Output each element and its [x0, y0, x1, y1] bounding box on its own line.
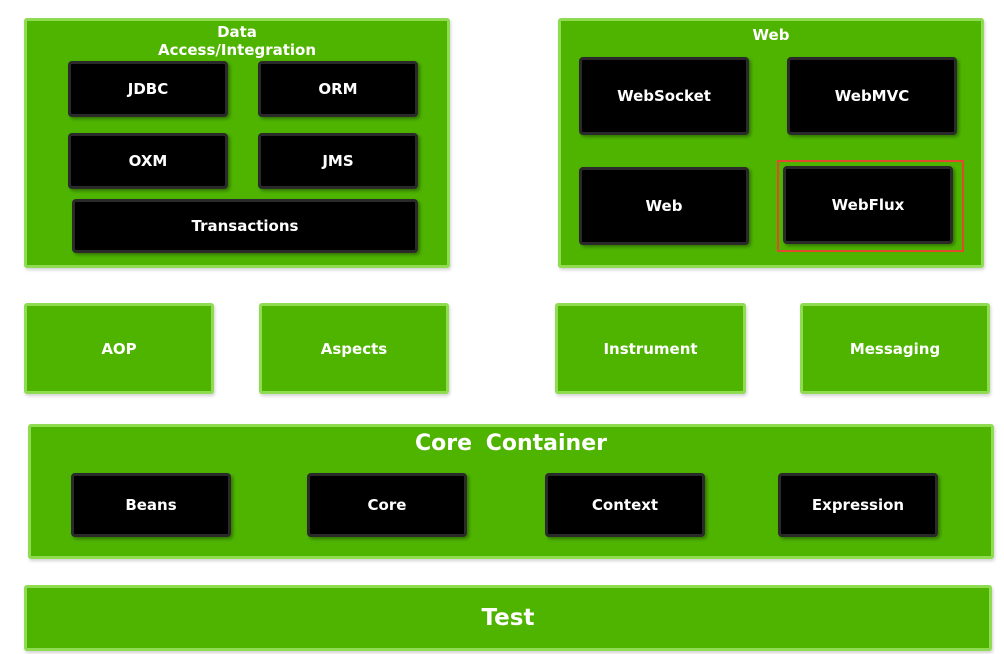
test-label: Test [481, 605, 535, 631]
module-transactions[interactable]: Transactions [72, 199, 418, 253]
module-beans[interactable]: Beans [71, 473, 231, 537]
module-aspects[interactable]: Aspects [259, 303, 449, 394]
module-core[interactable]: Core [307, 473, 467, 537]
module-aop[interactable]: AOP [24, 303, 214, 394]
module-websocket[interactable]: WebSocket [579, 57, 749, 135]
data-access-title: Data Access/Integration [27, 23, 447, 59]
web-title: Web [752, 26, 790, 44]
module-webmvc[interactable]: WebMVC [787, 57, 957, 135]
test-panel[interactable]: Test [24, 585, 992, 651]
module-web[interactable]: Web [579, 167, 749, 245]
module-webflux[interactable]: WebFlux [783, 166, 953, 244]
data-access-title-line-2: Access/Integration [157, 41, 317, 59]
module-orm[interactable]: ORM [258, 61, 418, 117]
module-jms[interactable]: JMS [258, 133, 418, 189]
data-access-title-line-1: Data [217, 23, 257, 41]
module-instrument[interactable]: Instrument [555, 303, 746, 394]
module-messaging[interactable]: Messaging [800, 303, 990, 394]
module-jdbc[interactable]: JDBC [68, 61, 228, 117]
core-container-title: Core Container [415, 431, 607, 456]
module-context[interactable]: Context [545, 473, 705, 537]
module-expression[interactable]: Expression [778, 473, 938, 537]
module-oxm[interactable]: OXM [68, 133, 228, 189]
webflux-highlight-frame [777, 160, 964, 252]
